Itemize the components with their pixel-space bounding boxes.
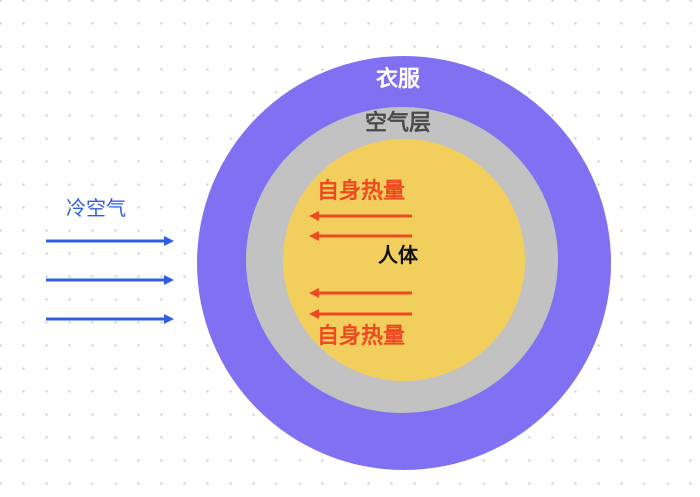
- cold-air-label: 冷空气: [66, 196, 126, 220]
- body-circle: [283, 139, 525, 381]
- self-heat-label-bottom: 自身热量: [317, 324, 406, 349]
- body-label: 人体: [378, 243, 418, 267]
- air-layer-label: 空气层: [365, 111, 432, 136]
- self-heat-label-top: 自身热量: [317, 179, 406, 204]
- clothes-label: 衣服: [376, 67, 421, 92]
